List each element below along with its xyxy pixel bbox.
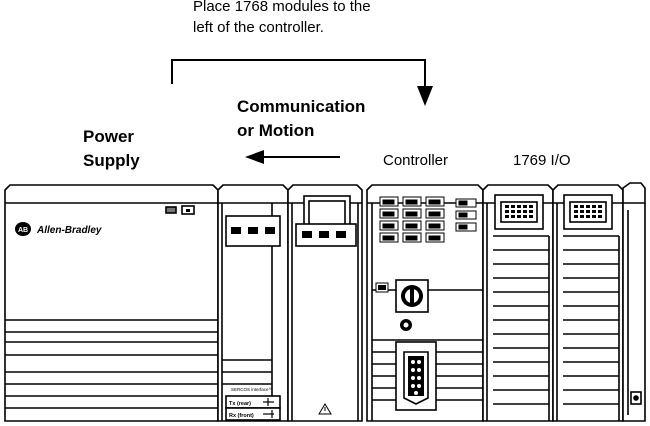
instruction-line-1: Place 1768 modules to the: [193, 0, 371, 15]
power-supply-label: Power Supply: [83, 125, 140, 173]
reset-button[interactable]: [400, 319, 412, 331]
io-module-1: [482, 184, 554, 422]
controller-status-leds: [379, 196, 477, 243]
display-module: [287, 184, 363, 422]
io-module-1-status-leds: [505, 205, 533, 218]
warning-icon: [318, 403, 332, 415]
rx-port-label: Rx (front): [229, 413, 254, 419]
rx-port-icon: [263, 410, 274, 418]
comm-line-2: or Motion: [237, 121, 315, 140]
power-line-2: Supply: [83, 151, 140, 170]
power-supply-module: [4, 184, 219, 422]
placement-arrow: [171, 59, 433, 106]
comm-line-1: Communication: [237, 97, 366, 116]
allen-bradley-logo: AB Allen-Bradley: [15, 222, 102, 236]
instruction-line-2: left of the controller.: [193, 19, 324, 36]
sercos-module: [217, 184, 289, 422]
left-arrow: [245, 150, 340, 164]
sercos-label: SERCOS interface™: [231, 387, 273, 392]
sd-card-slot: [375, 282, 389, 293]
serial-port: [395, 341, 437, 411]
power-line-1: Power: [83, 127, 135, 146]
tx-port-label: Tx (rear): [229, 401, 251, 407]
io-label: 1769 I/O: [513, 152, 571, 169]
placement-instruction: Place 1768 modules to the left of the co…: [193, 0, 371, 38]
brand-text: Allen-Bradley: [36, 225, 102, 236]
end-cap: [622, 182, 646, 422]
svg-text:AB: AB: [18, 227, 28, 234]
tx-port-icon: [263, 398, 274, 406]
io-module-2-status-leds: [574, 205, 602, 218]
keyswitch[interactable]: [395, 279, 429, 313]
io-module-2: [552, 184, 624, 422]
controller-label: Controller: [383, 152, 449, 169]
comm-motion-label: Communication or Motion: [237, 95, 365, 143]
